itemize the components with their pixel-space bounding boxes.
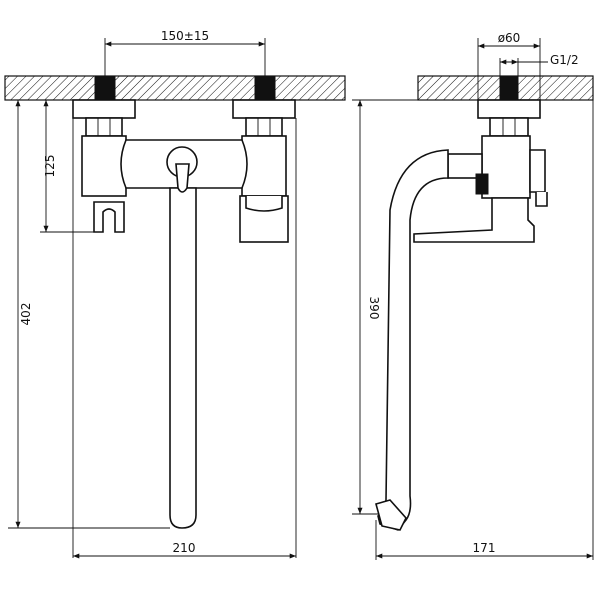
dim-label-thread: G1/2	[550, 53, 579, 67]
spout-front	[169, 187, 197, 529]
front-view: 150±15 125 402 210	[4, 29, 346, 559]
dim-label-390: 390	[367, 297, 381, 320]
connector-right	[241, 135, 287, 197]
lever-side-marker	[475, 173, 489, 195]
cap-side	[529, 149, 546, 193]
lever-handle	[166, 146, 198, 193]
body-side	[481, 135, 531, 199]
diverter-knob	[239, 195, 289, 243]
dim-label-171: 171	[473, 541, 496, 555]
side-view: ø60 G1/2 390 171	[352, 31, 594, 560]
nut-right	[245, 117, 283, 137]
dimension-lines-side	[357, 43, 593, 559]
dim-label-210: 210	[173, 541, 196, 555]
dim-label-diameter-60: ø60	[498, 31, 521, 45]
connector-left	[81, 135, 127, 197]
inlet-pipe-left	[94, 75, 116, 101]
dim-label-402: 402	[19, 303, 33, 326]
aerator-side	[375, 499, 407, 531]
spout-side	[377, 149, 449, 531]
flange-left	[72, 99, 136, 119]
inlet-pipe-side	[499, 75, 519, 101]
nut-side	[489, 117, 529, 137]
dim-label-inlet-spacing: 150±15	[161, 29, 209, 43]
extension-lines-side	[352, 38, 594, 560]
dimension-lines-front	[15, 41, 296, 559]
shower-holder	[93, 201, 125, 233]
flange-right	[232, 99, 296, 119]
flange-side	[477, 99, 541, 119]
nut-left	[85, 117, 123, 137]
inlet-pipe-right	[254, 75, 276, 101]
diverter-side	[413, 197, 535, 243]
dim-label-125: 125	[43, 155, 57, 178]
cap-side-detail	[535, 192, 548, 207]
wall-front	[4, 75, 346, 101]
